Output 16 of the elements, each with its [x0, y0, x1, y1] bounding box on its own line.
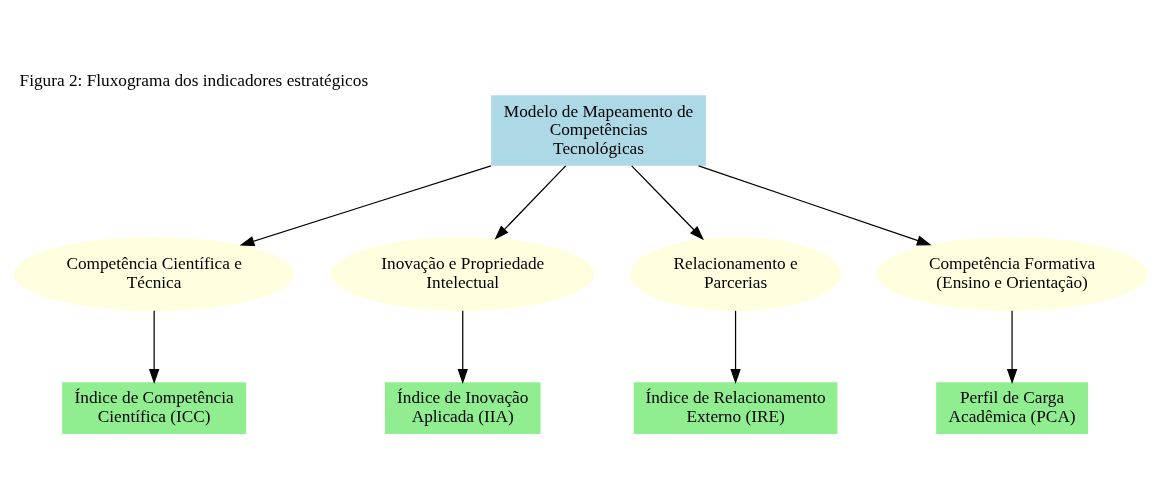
diagram-title: Figura 2: Fluxograma dos indicadores estratégicos [19, 70, 369, 90]
arrow [457, 310, 468, 384]
arrow [698, 165, 932, 246]
arrow [730, 310, 741, 384]
node-box: Índice de Relacionamento Externo (IRE) [633, 382, 838, 435]
arrow [148, 310, 160, 384]
node-ellipse: Relacionamento e Parcerias [629, 237, 842, 311]
node-box: Modelo de Mapeamento de Competências Tecnológicas [491, 95, 706, 166]
node-box: Perfil de Carga Acadêmica (PCA) [936, 382, 1088, 435]
arrow [494, 165, 567, 240]
arrow [1006, 310, 1018, 384]
node-box: Índice de Competência Científica (ICC) [62, 382, 247, 435]
node-ellipse: Inovação e Propriedade Intelectual [331, 237, 595, 311]
arrow [631, 165, 704, 241]
arrow [239, 165, 492, 247]
node-box: Índice de Inovação Aplicada (IIA) [385, 382, 541, 435]
